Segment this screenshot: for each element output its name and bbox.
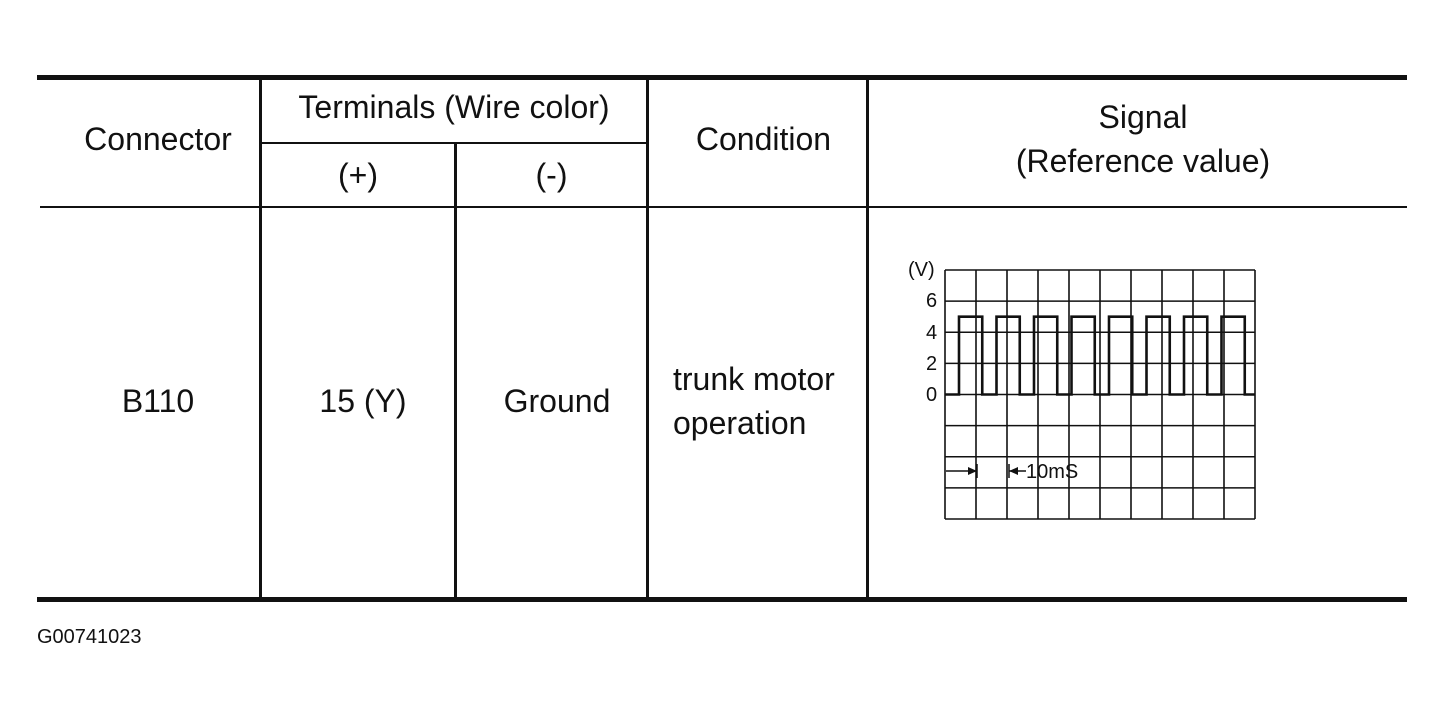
figure-id: G00741023	[37, 626, 142, 648]
header-signal-reference: (Reference value)	[1015, 143, 1271, 179]
cell-connector: B110	[121, 383, 195, 419]
y-tick-6: 6	[926, 290, 937, 312]
column-divider-4	[866, 80, 869, 599]
waveform-trace	[945, 315, 1255, 396]
cell-terminal-plus: 15 (Y)	[319, 383, 407, 419]
cell-condition-line1: trunk motor	[673, 361, 835, 397]
voltage-unit-label: (V)	[908, 259, 935, 281]
cell-terminal-minus: Ground	[503, 383, 611, 419]
header-terminal-plus: (+)	[338, 157, 378, 193]
header-connector: Connector	[84, 121, 232, 157]
header-signal: Signal	[1098, 99, 1188, 135]
y-tick-2: 2	[926, 353, 937, 375]
signal-waveform: (V) 6 4 2 0 10mS	[908, 259, 1256, 520]
table-top-rule	[37, 75, 1407, 80]
y-tick-4: 4	[926, 322, 937, 344]
header-condition: Condition	[695, 121, 832, 157]
cell-condition-line2: operation	[673, 405, 807, 441]
table-bottom-rule	[37, 597, 1407, 602]
table-header-bottom-rule	[40, 206, 1407, 208]
column-divider-3	[646, 80, 649, 599]
column-divider-2	[454, 143, 457, 599]
time-scale-marker	[946, 464, 1026, 478]
time-scale-label: 10mS	[1026, 461, 1078, 483]
header-terminals: Terminals (Wire color)	[298, 89, 610, 125]
y-tick-0: 0	[926, 384, 937, 406]
column-divider-1	[259, 80, 262, 599]
header-terminal-minus: (-)	[535, 157, 568, 193]
